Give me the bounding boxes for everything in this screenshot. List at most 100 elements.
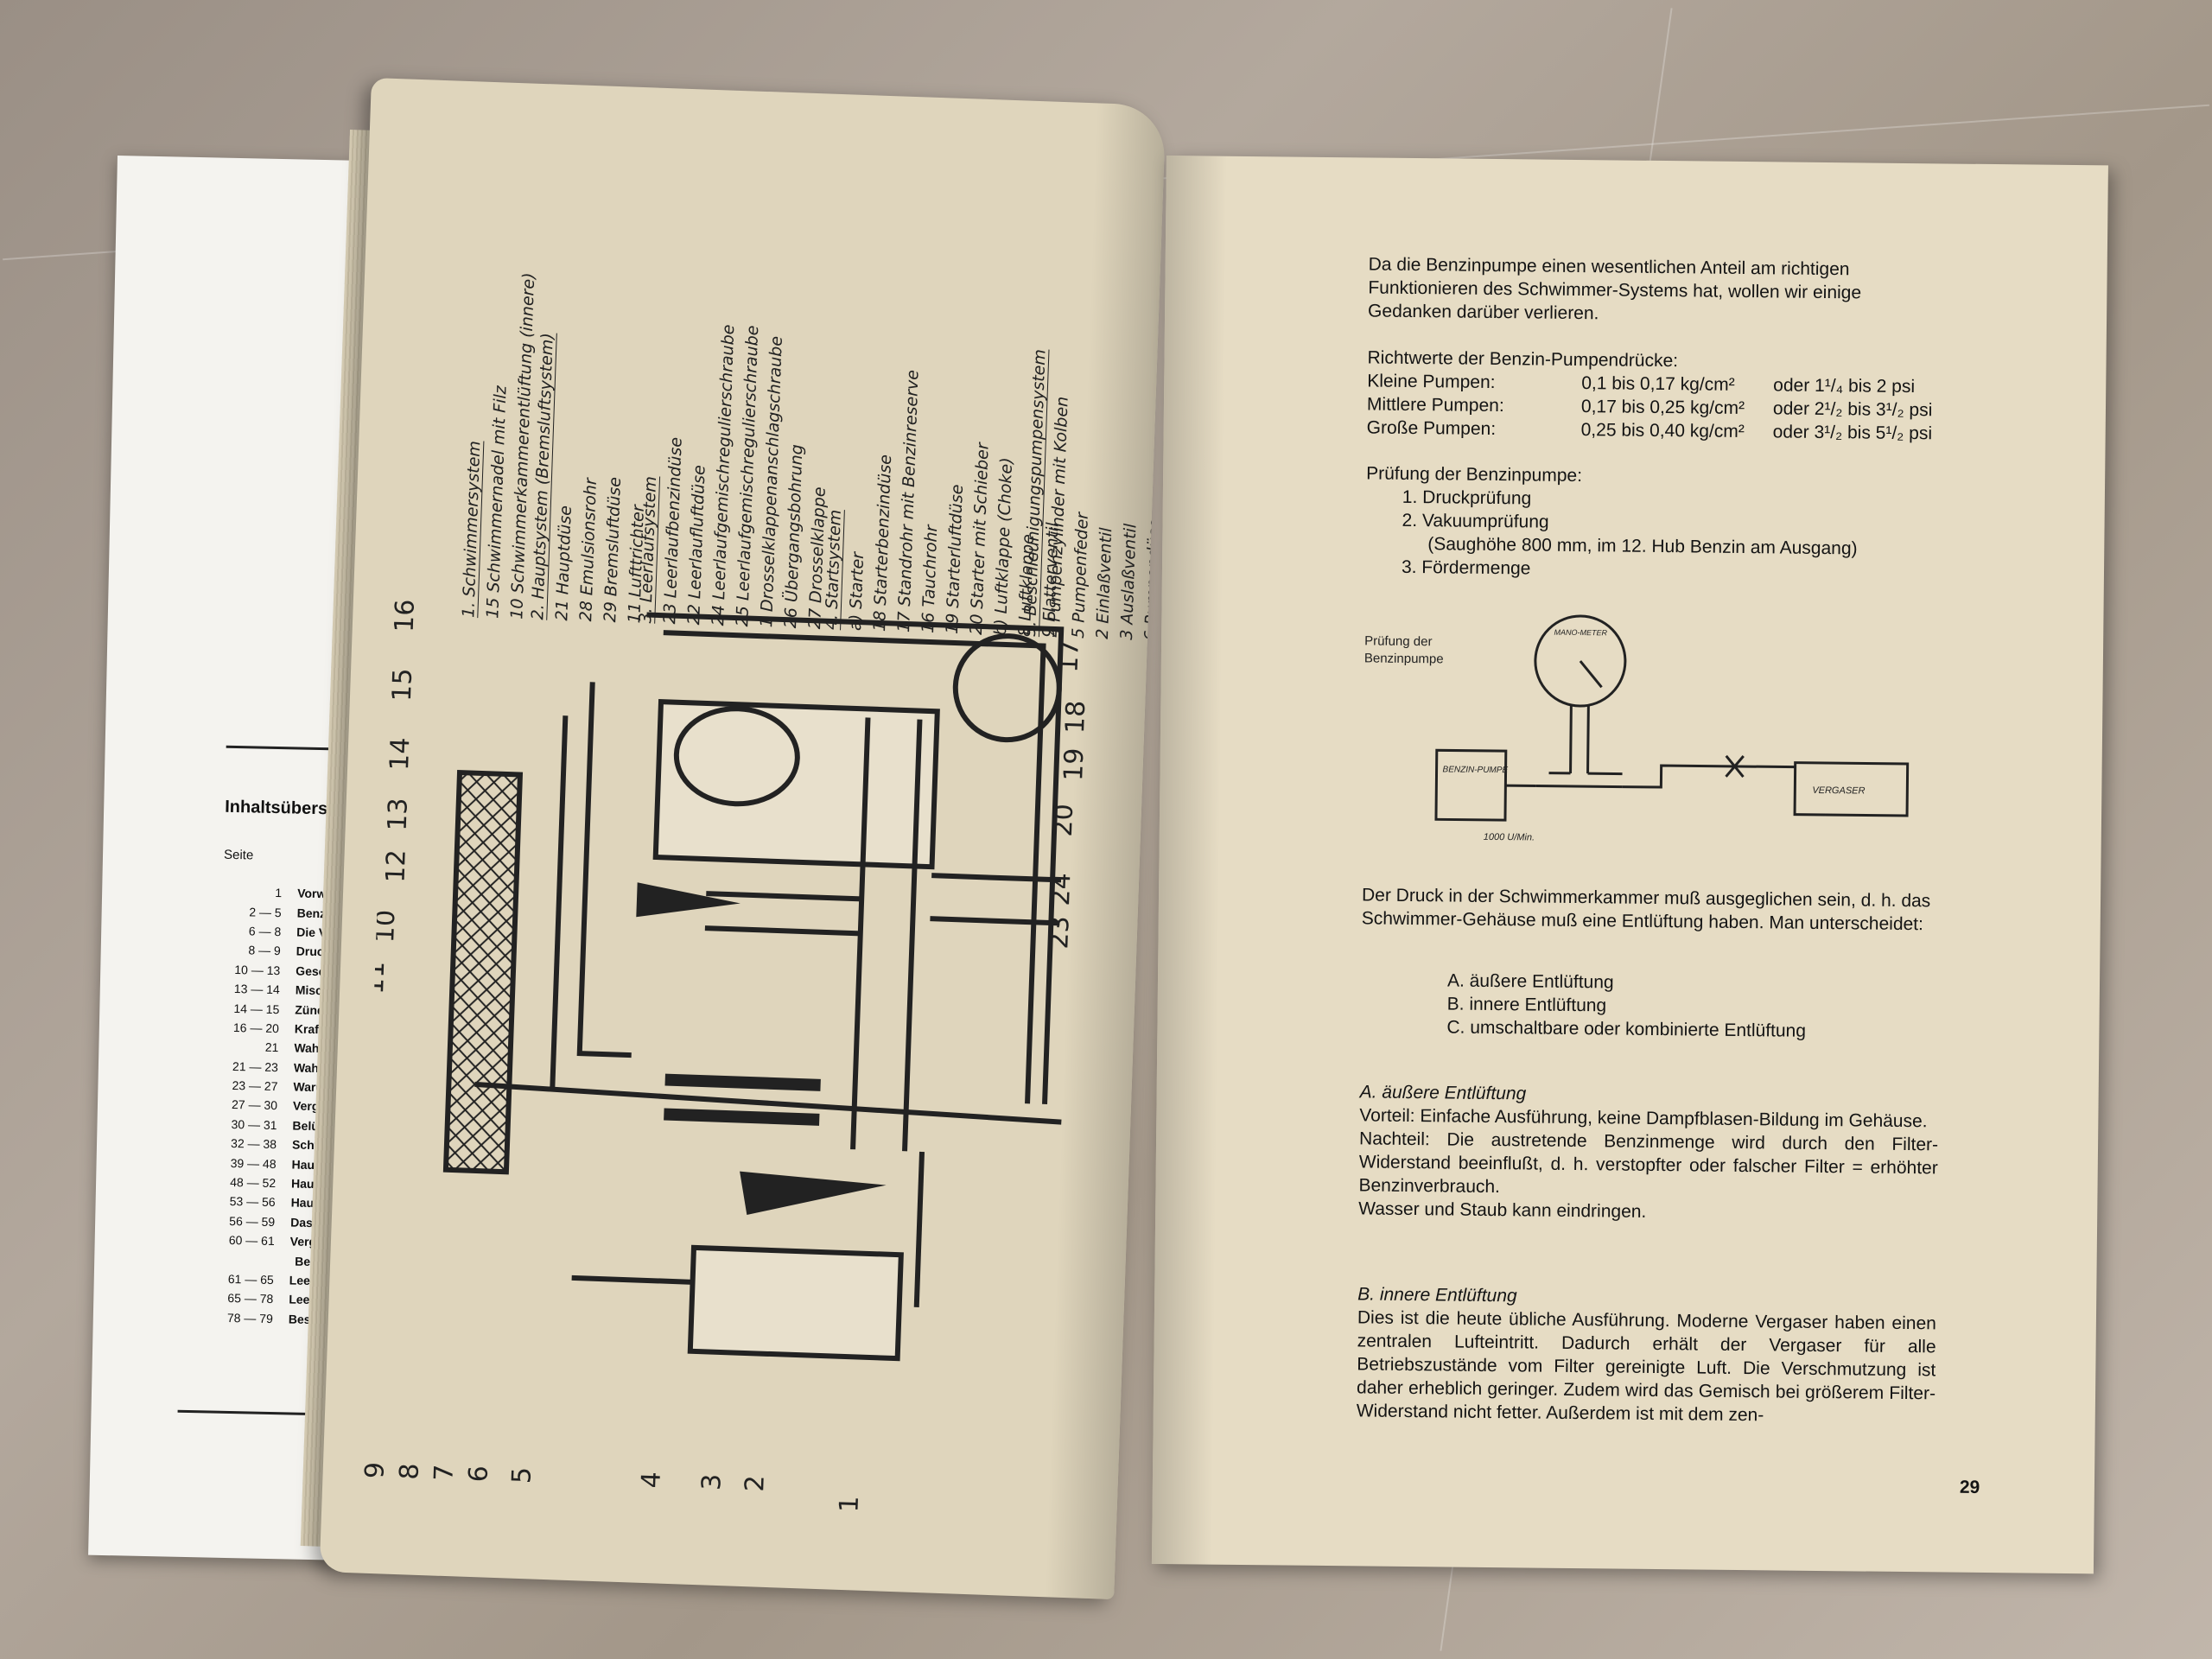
toc-page-range: 14 — 15	[233, 1001, 280, 1016]
toc-column-header: Seite	[223, 847, 254, 863]
manometer-dial	[1534, 614, 1627, 708]
entlueftung-item: C. umschaltbare oder kombinierte Entlüft…	[1446, 1017, 1807, 1041]
manometer-label: MANO-METER	[1554, 628, 1607, 638]
pump-spring	[571, 1274, 693, 1285]
pump-box	[1434, 748, 1508, 822]
diagram-number-label: 4	[636, 1471, 667, 1489]
housing-outline	[576, 682, 632, 1058]
pump-pressure-section: Richtwerte der Benzin-Pumpendrücke: Klei…	[1367, 346, 1947, 445]
toc-page-range	[207, 1259, 289, 1261]
emulsion-holes	[664, 1073, 821, 1091]
toc-page-range: 48 — 52	[230, 1175, 276, 1191]
section-b: B. innere Entlüftung Dies ist die heute …	[1357, 1282, 1937, 1428]
toc-page-range: 2 — 5	[249, 904, 282, 919]
pump-test-diagram: MANO-METER BENZIN-PUMPE VERGASER 1000 U/…	[1363, 607, 1970, 846]
page-number: 29	[1959, 1477, 1980, 1497]
rpm-label: 1000 U/Min.	[1484, 832, 1535, 843]
druck-paragraph: Der Druck in der Schwimmerkammer muß aus…	[1361, 885, 1931, 935]
diagram-number-label: 15	[387, 668, 418, 702]
toc-page-range: 1	[275, 886, 283, 900]
pump-pressure-label: Große Pumpen:	[1366, 417, 1497, 440]
section-a: A. äußere Entlüftung Vorteil: Einfache A…	[1358, 1080, 1939, 1226]
diagram-number-label: 2	[740, 1475, 771, 1492]
pump-pressure-imperial: oder 2¹/₂ bis 3¹/₂ psi	[1772, 398, 1933, 421]
toc-page-range: 30 — 31	[231, 1116, 277, 1132]
float-chamber	[652, 699, 940, 870]
section-a-nachteil: Nachteil: Die austretende Benzinmenge wi…	[1358, 1128, 1939, 1198]
pump-channel	[913, 1151, 925, 1307]
toc-page-range: 21	[264, 1040, 279, 1055]
housing-outline	[550, 715, 569, 1088]
vergaser-box	[1793, 761, 1910, 817]
manometer-base	[1535, 785, 1623, 789]
pump-pressure-metric: 0,17 bis 0,25 kg/cm²	[1580, 397, 1745, 419]
pump-pressure-metric: 0,1 bis 0,17 kg/cm²	[1581, 373, 1735, 395]
diagram-number-label: 5	[506, 1466, 537, 1484]
section-a-wasser: Wasser und Staub kann eindringen.	[1358, 1198, 1647, 1222]
float-needle	[636, 882, 741, 918]
diagram-number-label: 14	[385, 737, 416, 771]
pump-pressure-metric: 0,25 bis 0,40 kg/cm²	[1580, 420, 1745, 442]
toc-page-range: 78 — 79	[226, 1310, 274, 1325]
idle-passage	[704, 891, 862, 937]
diagram-number-label: 7	[429, 1464, 460, 1481]
throttle-plate	[740, 1171, 887, 1215]
air-passage	[930, 873, 1062, 926]
diagram-number-label: 11	[359, 961, 391, 995]
pump-pressure-label: Mittlere Pumpen:	[1366, 394, 1504, 416]
toc-page-range: 65 — 78	[227, 1291, 274, 1306]
toc-page-range: 61 — 65	[227, 1271, 274, 1287]
diagram-number-label: 10	[370, 909, 401, 943]
pump-pressure-imperial: oder 3¹/₂ bis 5¹/₂ psi	[1772, 422, 1933, 444]
pump-test-section: Prüfung der Benzinpumpe: 1. Druckprüfung…	[1365, 461, 1945, 584]
diagram-number-label: 6	[463, 1465, 494, 1483]
section-b-text: Dies ist die heute übliche Ausführung. M…	[1356, 1307, 1937, 1426]
toc-page-range: 39 — 48	[230, 1155, 276, 1171]
toc-page-range: 6 — 8	[248, 924, 282, 939]
air-filter-element	[442, 769, 524, 1175]
vergaser-box-label: VERGASER	[1812, 785, 1865, 797]
pruefung-item: 3. Fördermenge	[1401, 556, 1531, 579]
toc-page-range: 10 — 13	[234, 962, 281, 977]
pump-pressure-imperial: oder 1¹/₄ bis 2 psi	[1773, 375, 1916, 397]
pump-box-label: BENZIN-PUMPE	[1443, 765, 1509, 775]
entlueftung-types: A. äußere Entlüftung B. innere Entlüftun…	[1360, 968, 1940, 1044]
pump-test-diagram-svg: MANO-METER BENZIN-PUMPE VERGASER 1000 U/…	[1434, 614, 1910, 843]
fuel-line	[1505, 764, 1796, 789]
diagram-number-label: 1	[834, 1496, 865, 1513]
pump-pressure-row: Große Pumpen: 0,25 bis 0,40 kg/cm² oder 3¹…	[1367, 416, 1946, 445]
diagram-number-label: 20	[1048, 804, 1079, 837]
throttle-shaft	[474, 1081, 1062, 1125]
diagram-number-label: 18	[1060, 700, 1091, 734]
diagram-number-label: 12	[381, 849, 412, 883]
housing-outline	[663, 630, 1046, 1104]
manometer-stem	[1569, 705, 1590, 774]
diagram-number-label: 16	[390, 599, 421, 632]
toc-page-range: 27 — 30	[231, 1097, 278, 1113]
toc-page-range: 32 — 38	[230, 1136, 277, 1152]
diagram-number-label: 23	[1044, 916, 1075, 950]
toc-page-range: 21 — 23	[232, 1058, 279, 1074]
accelerator-pump	[687, 1244, 904, 1362]
choke-housing	[952, 633, 1062, 743]
diagram-number-label: 13	[383, 798, 414, 831]
booklet-right-page: Da die Benzinpumpe einen wesentlichen An…	[1151, 156, 2108, 1574]
diagram-number-label: 19	[1058, 747, 1090, 781]
housing-outline	[646, 612, 1065, 1105]
manometer-base	[1548, 772, 1623, 776]
toc-page-range: 53 — 56	[229, 1194, 276, 1210]
diagram-number-label: 9	[359, 1461, 391, 1478]
diagram-number-label: 24	[1046, 873, 1077, 906]
diagram-number-label: 8	[394, 1463, 425, 1480]
diagram-number-label: 3	[696, 1473, 728, 1491]
diagram-number-label: 17	[1053, 639, 1084, 673]
manometer-needle	[1579, 660, 1603, 689]
float	[673, 706, 800, 807]
toc-page-range: 56 — 59	[229, 1213, 276, 1229]
